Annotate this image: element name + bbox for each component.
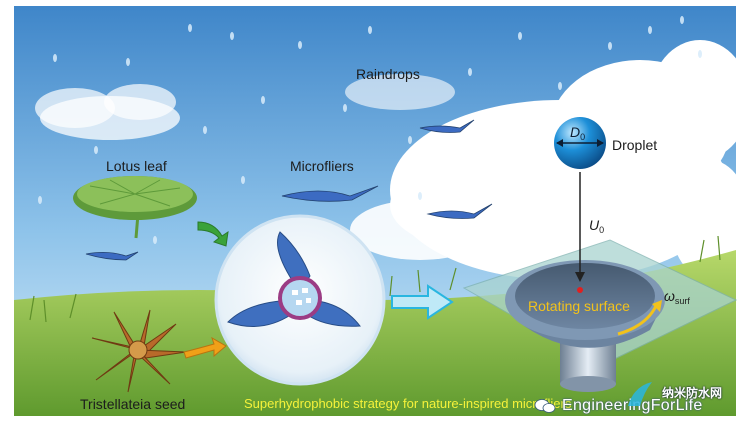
seed-label: Tristellateia seed (80, 396, 186, 412)
tristellateia-seed-icon (91, 309, 187, 393)
droplet-label: Droplet (612, 137, 658, 153)
clouds (35, 40, 746, 280)
raindrops-label: Raindrops (356, 66, 420, 82)
droplet-icon (554, 117, 606, 169)
velocity-subscript: 0 (599, 225, 605, 235)
velocity-symbol: U0 (589, 217, 604, 235)
omega-subscript: surf (674, 296, 690, 306)
impact-velocity-arrow (575, 172, 585, 293)
rotating-surface-label: Rotating surface (528, 298, 630, 314)
diameter-symbol: D0 (570, 124, 585, 142)
microflier-group (85, 119, 493, 261)
orange-arrow-icon (183, 336, 227, 359)
microfliers-label: Microfliers (290, 158, 354, 174)
nano-waterproof-logo-icon (628, 382, 652, 406)
angular-velocity-symbol: ωsurf (664, 288, 690, 306)
strategy-caption: Superhydrophobic strategy for nature-ins… (244, 396, 572, 411)
watermark-brand: 纳米防水网 (662, 386, 723, 400)
omega-letter: ω (664, 288, 675, 304)
diameter-subscript: 0 (580, 132, 586, 142)
diameter-symbol-letter: D (570, 124, 581, 140)
rotating-surface-apparatus (462, 239, 738, 392)
microflier-magnified-view (214, 214, 386, 386)
raindrop-streaks (38, 16, 702, 244)
cyan-arrow-icon (391, 284, 454, 320)
green-arrow-icon (197, 221, 229, 247)
watermark: EngineeringForLife 纳米防水网 (532, 382, 744, 432)
lotus-leaf-label: Lotus leaf (106, 158, 167, 174)
wechat-icon (534, 399, 556, 413)
velocity-symbol-letter: U (589, 217, 600, 233)
lotus-leaf-icon (73, 176, 197, 239)
